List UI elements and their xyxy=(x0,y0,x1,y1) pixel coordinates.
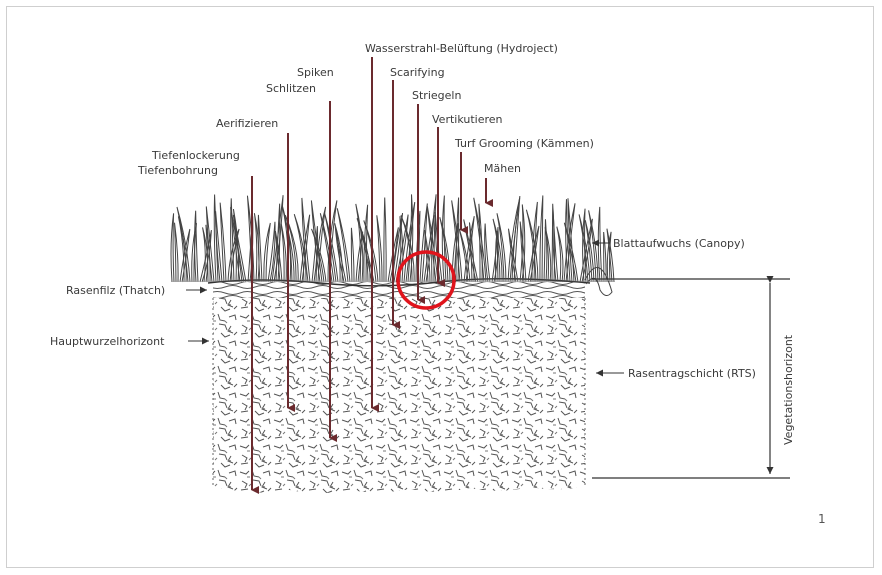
label-tiefenbohrung: Tiefenbohrung xyxy=(137,164,218,177)
grass-blade xyxy=(351,228,354,282)
label-rts: Rasentragschicht (RTS) xyxy=(628,367,756,380)
label-aerifizieren: Aerifizieren xyxy=(216,117,278,130)
grass-blade xyxy=(598,207,602,282)
grass-blade xyxy=(540,195,543,282)
label-hydroject: Wasserstrahl-Belüftung (Hydroject) xyxy=(365,42,558,55)
label-striegeln: Striegeln xyxy=(412,89,461,102)
grass-blade xyxy=(195,211,198,282)
page-mark: 1 xyxy=(818,512,826,526)
operation-labels: Wasserstrahl-Belüftung (Hydroject) Scari… xyxy=(137,42,594,177)
soil-block xyxy=(213,298,585,493)
grass-blade xyxy=(384,198,386,282)
label-root-horizon: Hauptwurzelhorizont xyxy=(50,335,165,348)
label-tiefenlockerung: Tiefenlockerung xyxy=(151,149,240,162)
label-scarifying: Scarifying xyxy=(390,66,445,79)
label-vegetation-horizon: Vegetationshorizont xyxy=(782,334,795,445)
label-turf-grooming: Turf Grooming (Kämmen) xyxy=(454,137,594,150)
label-canopy: Blattaufwuchs (Canopy) xyxy=(613,237,745,250)
grass-blade xyxy=(553,209,558,282)
grass-blade xyxy=(175,223,179,282)
label-thatch: Rasenfilz (Thatch) xyxy=(66,284,165,297)
grass-blade xyxy=(171,213,174,282)
label-vertikutieren: Vertikutieren xyxy=(432,113,503,126)
label-schlitzen: Schlitzen xyxy=(266,82,316,95)
label-spiken: Spiken xyxy=(297,66,334,79)
label-maehen: Mähen xyxy=(484,162,521,175)
grass-blade xyxy=(281,224,286,282)
